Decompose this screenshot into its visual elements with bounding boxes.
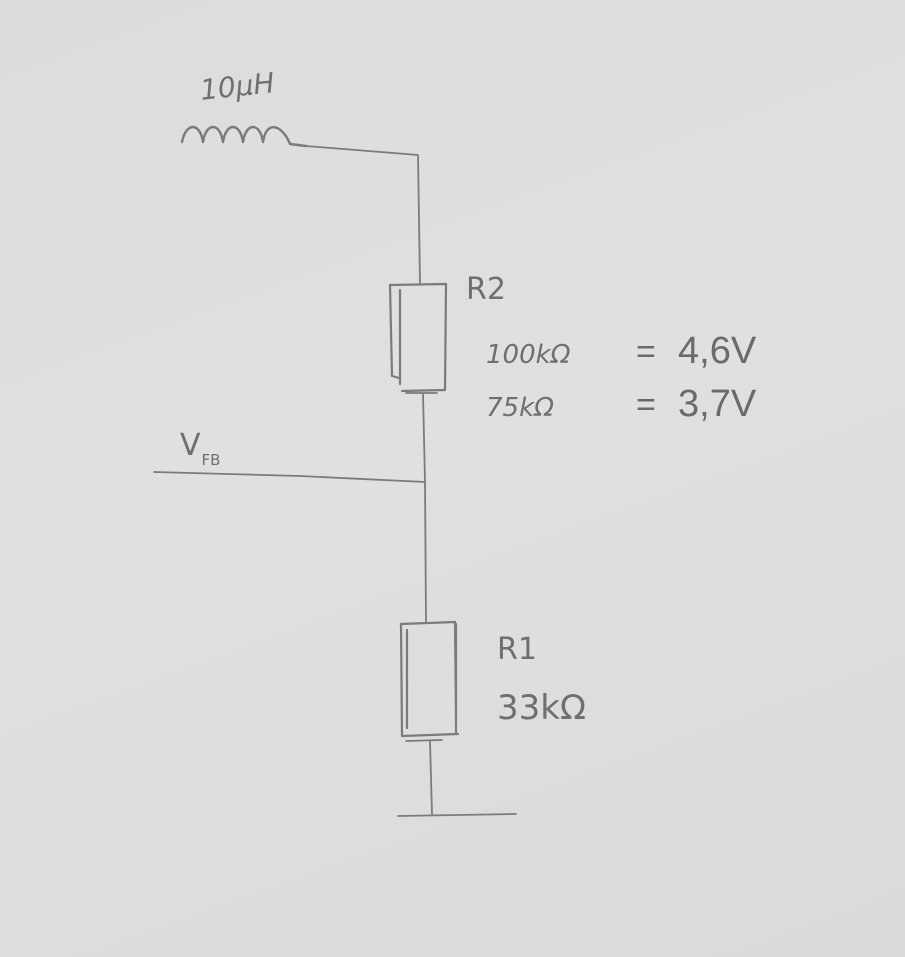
ground-symbol: [397, 813, 517, 817]
wire-node-to-r1: [424, 481, 427, 623]
wire-r1-to-ground: [405, 739, 443, 815]
r2-name-label: R2: [466, 272, 506, 307]
r2-option-voltage: 4,6V: [678, 330, 757, 372]
wire-r2-to-node: [405, 392, 438, 483]
vfb-label-subscript: FB: [201, 451, 221, 469]
resistor-r1: [399, 620, 460, 738]
r1-value-label: 33kΩ: [497, 688, 586, 728]
vfb-label: VFB: [180, 428, 220, 469]
r1-name-label: R1: [497, 632, 537, 667]
r2-option-row: 75kΩ = 3,7V: [486, 383, 756, 426]
inductor-symbol: [180, 125, 308, 148]
r2-option-voltage: 3,7V: [678, 383, 757, 425]
r2-option-value: 100kΩ: [486, 340, 571, 370]
resistor-r2: [388, 282, 448, 393]
r2-option-row: 100kΩ = 4,6V: [486, 330, 756, 373]
r2-option-value: 75kΩ: [486, 393, 555, 423]
vfb-label-main: V: [180, 428, 201, 463]
wire-inductor-to-r2: [305, 145, 421, 284]
wire-vfb: [153, 471, 426, 483]
equals-sign: =: [636, 386, 656, 424]
equals-sign: =: [636, 333, 656, 371]
